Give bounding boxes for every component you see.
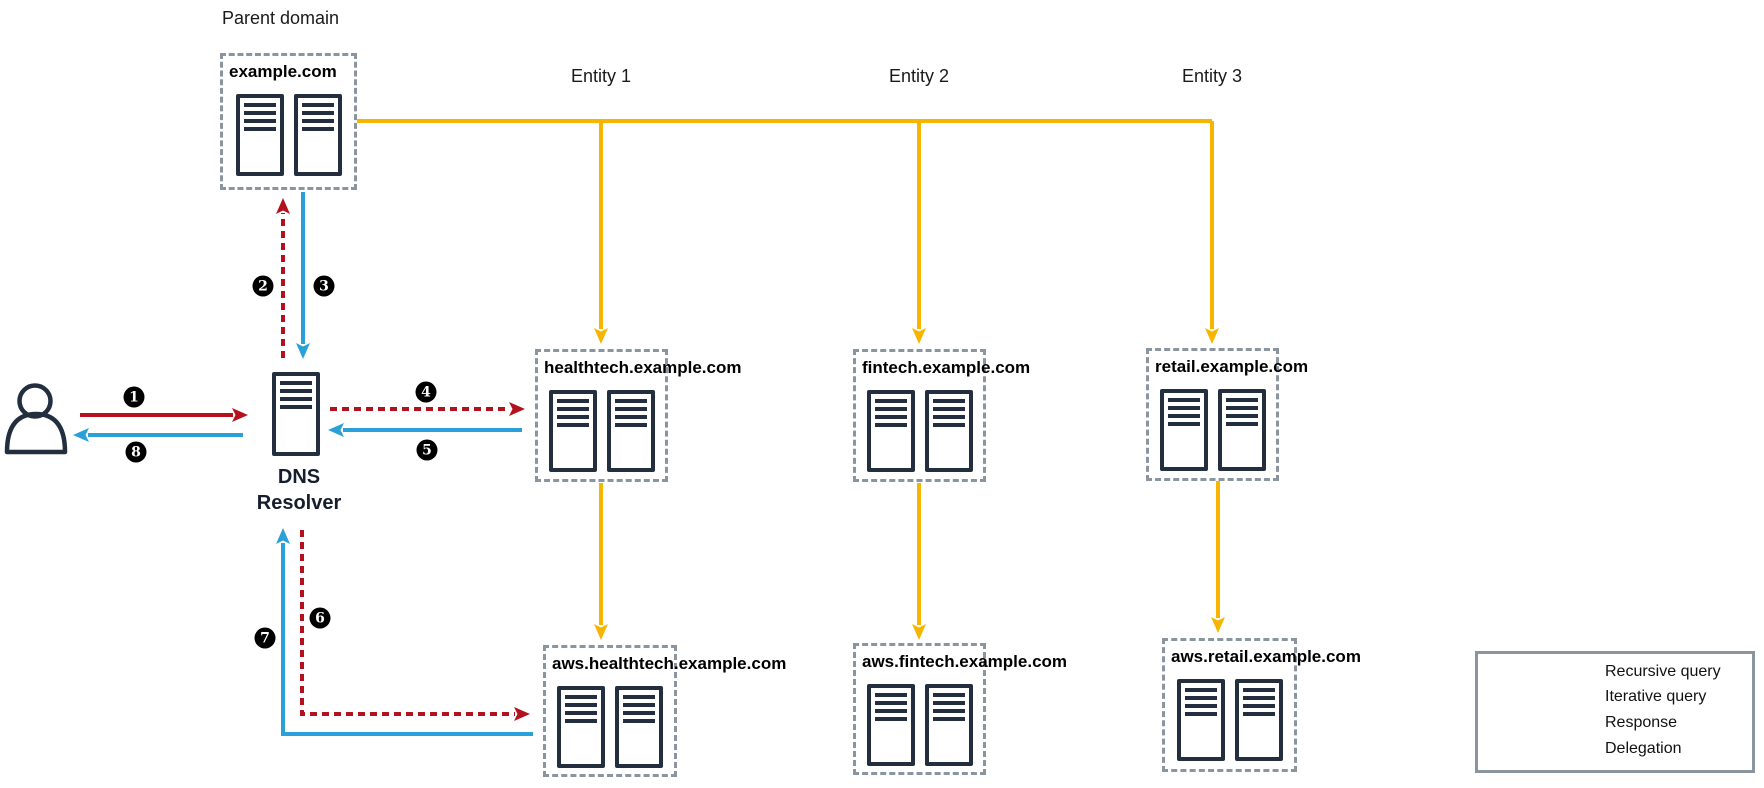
response-arrow-step7 — [276, 528, 533, 736]
server-icon — [1217, 389, 1266, 471]
entity-1-label: Entity 1 — [570, 66, 632, 86]
step-6-badge: 6 — [309, 607, 331, 629]
name-server-group — [538, 390, 665, 472]
step-4-badge: 4 — [415, 381, 437, 403]
name-server-group — [856, 684, 983, 766]
server-icon — [235, 94, 284, 176]
server-icon — [1176, 679, 1225, 761]
server-icon — [1234, 679, 1283, 761]
node-aws-retail: aws.retail.example.com — [1162, 638, 1361, 772]
server-icon — [1159, 389, 1208, 471]
node-aws-healthtech: aws.healthtech.example.com — [543, 645, 787, 777]
step-8-badge: 8 — [125, 441, 147, 463]
legend-box — [1475, 651, 1755, 773]
node-parent-domain: example.com — [220, 53, 357, 190]
server-icon — [606, 390, 655, 472]
node-aws-retail-label: aws.retail.example.com — [1171, 647, 1361, 666]
node-fintech-label: fintech.example.com — [862, 358, 1031, 377]
node-retail-label: retail.example.com — [1155, 357, 1309, 376]
user-icon — [4, 383, 68, 455]
server-icon — [866, 390, 915, 472]
iterative-query-arrow-step6 — [300, 530, 530, 721]
entity-3-label: Entity 3 — [1181, 66, 1243, 86]
name-server-group — [223, 94, 354, 176]
legend-delegation-label: Delegation — [1605, 740, 1682, 757]
server-icon — [924, 684, 973, 766]
node-retail: retail.example.com — [1146, 348, 1309, 481]
parent-domain-label: Parent domain — [222, 8, 340, 28]
server-icon — [548, 390, 597, 472]
node-aws-fintech: aws.fintech.example.com — [853, 643, 1068, 775]
entity-2-label: Entity 2 — [888, 66, 950, 86]
name-server-group — [1149, 389, 1276, 471]
legend-recursive-query-label: Recursive query — [1605, 663, 1721, 680]
name-server-group — [856, 390, 983, 472]
legend-iterative-query-label: Iterative query — [1605, 688, 1707, 705]
name-server-group — [546, 686, 674, 768]
step-3-badge: 3 — [313, 275, 335, 297]
step-7-badge: 7 — [254, 627, 276, 649]
step-1-badge: 1 — [123, 386, 145, 408]
server-icon — [293, 94, 342, 176]
node-healthtech-label: healthtech.example.com — [544, 358, 742, 377]
server-icon — [615, 686, 663, 768]
step-2-badge: 2 — [252, 275, 274, 297]
dns-resolver-server-icon — [272, 372, 320, 456]
node-aws-healthtech-label: aws.healthtech.example.com — [552, 654, 787, 673]
node-fintech: fintech.example.com — [853, 349, 1031, 482]
dns-resolver-label: DNS Resolver — [256, 466, 342, 514]
name-server-group — [1165, 679, 1294, 761]
step-5-badge: 5 — [416, 439, 438, 461]
server-icon — [866, 684, 915, 766]
node-parent-domain-label: example.com — [229, 62, 337, 81]
node-healthtech: healthtech.example.com — [535, 349, 742, 482]
legend-response-label: Response — [1605, 714, 1678, 731]
server-icon — [924, 390, 973, 472]
node-aws-fintech-label: aws.fintech.example.com — [862, 652, 1068, 671]
server-icon — [557, 686, 605, 768]
